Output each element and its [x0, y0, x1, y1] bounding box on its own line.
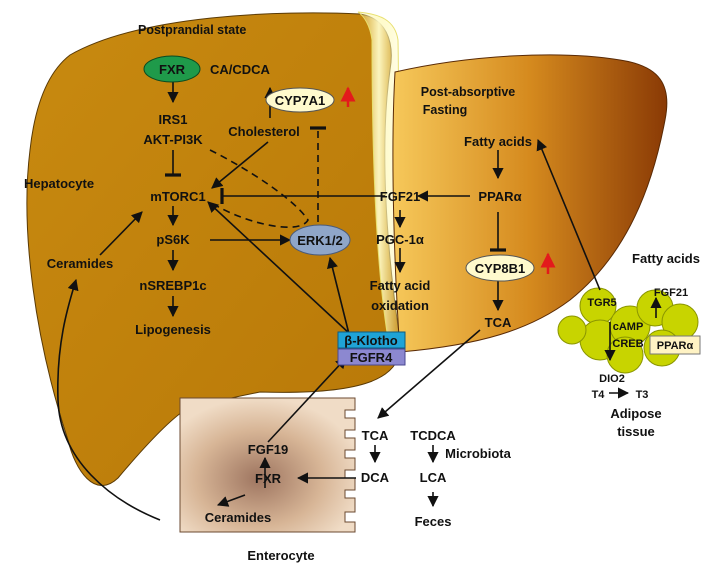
fxr-intestine-label: FXR: [255, 471, 282, 486]
fgfr4-label: FGFR4: [350, 350, 393, 365]
fgf21-adipose-label: FGF21: [654, 287, 688, 299]
fatty-acids-liver-label: Fatty acids: [464, 134, 532, 149]
feces-label: Feces: [415, 514, 452, 529]
fxr-node: FXR: [143, 55, 201, 83]
irs1-label: IRS1: [159, 112, 188, 127]
beta-klotho-label: β-Klotho: [344, 333, 397, 348]
post-absorptive-lobe: [392, 54, 668, 353]
enterocyte-title: Enterocyte: [247, 548, 314, 563]
erk12-node: ERK1/2: [289, 224, 351, 256]
oxidation-label: oxidation: [371, 298, 429, 313]
tca-intestine-label: TCA: [362, 428, 389, 443]
pathway-arrows: [57, 82, 662, 521]
tgr5-label: TGR5: [587, 297, 616, 309]
fasting-title: Fasting: [423, 103, 467, 117]
erk12-label: ERK1/2: [297, 233, 343, 248]
cyp8b1-node: CYP8B1: [465, 254, 535, 282]
microbiota-label: Microbiota: [445, 446, 511, 461]
cholesterol-label: Cholesterol: [228, 124, 300, 139]
cyp7a1-node: CYP7A1: [265, 87, 335, 113]
lca-label: LCA: [420, 470, 447, 485]
lipogenesis-label: Lipogenesis: [135, 322, 211, 337]
mtorc1-label: mTORC1: [150, 189, 205, 204]
tcdca-label: TCDCA: [410, 428, 456, 443]
post-absorptive-title: Post-absorptive: [421, 85, 516, 99]
nsrebp1c-label: nSREBP1c: [139, 278, 206, 293]
fatty-acids-adipose-label: Fatty acids: [632, 251, 700, 266]
t3-label: T3: [636, 389, 649, 401]
tissue-label: tissue: [617, 424, 655, 439]
t4-label: T4: [592, 389, 606, 401]
adipose-label: Adipose: [610, 406, 661, 421]
hepatocyte-title: Hepatocyte: [24, 176, 94, 191]
ca-cdca-label: CA/CDCA: [210, 62, 271, 77]
ceramides-intestine-label: Ceramides: [205, 510, 271, 525]
fgf19-label: FGF19: [248, 442, 288, 457]
dca-label: DCA: [361, 470, 390, 485]
ppara-adipose-label: PPARα: [657, 340, 694, 352]
ps6k-label: pS6K: [156, 232, 190, 247]
akt-pi3k-label: AKT-PI3K: [143, 132, 203, 147]
ppara-liver-label: PPARα: [478, 189, 521, 204]
fxr-label: FXR: [159, 62, 186, 77]
receptor-complex: β-Klotho FGFR4: [337, 331, 406, 366]
cyp7a1-label: CYP7A1: [275, 93, 326, 108]
cyp8b1-label: CYP8B1: [475, 261, 526, 276]
tca-liver-label: TCA: [485, 315, 512, 330]
ceramides-liver-label: Ceramides: [47, 256, 113, 271]
camp-label: cAMP: [613, 321, 644, 333]
dio2-label: DIO2: [599, 373, 625, 385]
fatty-acid-label: Fatty acid: [370, 278, 431, 293]
creb-label: CREB: [612, 338, 643, 350]
ppara-adipose-box: [649, 335, 701, 355]
fgf21-liver-label: FGF21: [380, 189, 420, 204]
postprandial-state-title: Postprandial state: [138, 23, 246, 37]
pgc1a-label: PGC-1α: [376, 232, 424, 247]
